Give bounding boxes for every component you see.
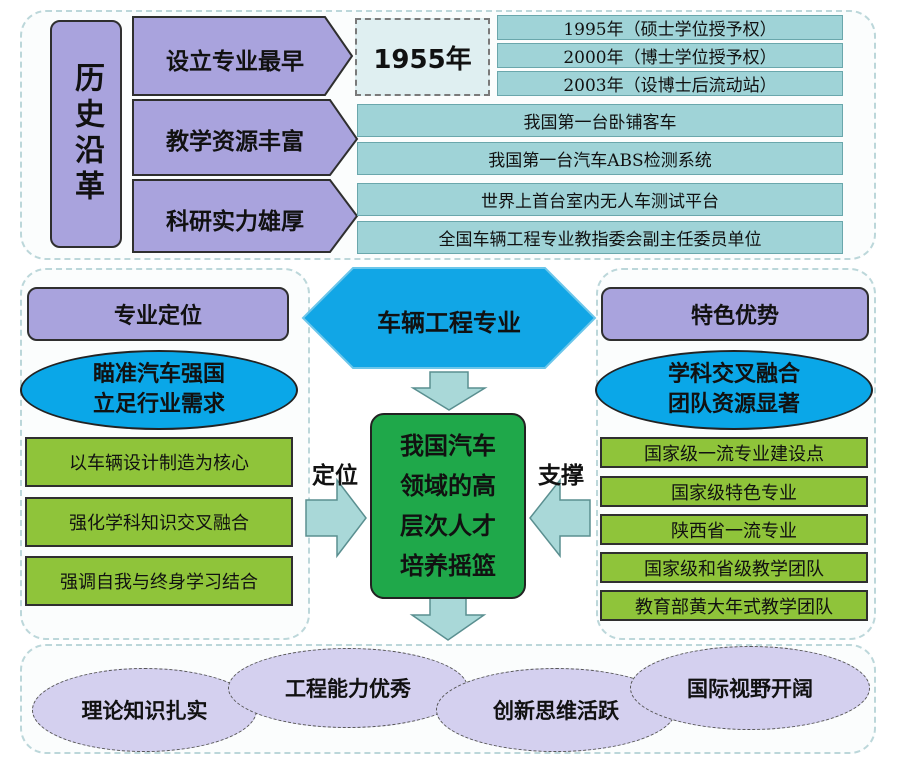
history-title: 历史沿革: [50, 20, 122, 248]
core-line: 领域的高: [400, 472, 496, 500]
positioning-ellipse-line: 瞄准汽车强国: [92, 362, 225, 387]
history-row-resources-label: 教学资源丰富: [166, 129, 304, 155]
positioning-item: 强化学科知识交叉融合: [25, 497, 293, 547]
advantage-item: 陕西省一流专业: [600, 514, 868, 545]
chevron-research: [132, 179, 359, 253]
positioning-ellipse: 瞄准汽车强国 立足行业需求: [20, 350, 298, 430]
major-hexagon: [301, 267, 597, 369]
positioning-ellipse-line: 立足行业需求: [92, 392, 225, 417]
degree-item: 2003年（设博士后流动站）: [497, 71, 843, 96]
right-pointing-arrow-icon: [305, 477, 367, 559]
outcome-ellipse: 国际视野开阔: [630, 646, 870, 730]
advantages-ellipse-line: 团队资源显著: [667, 392, 800, 417]
positioning-title: 专业定位: [27, 287, 289, 341]
major-title: 车辆工程专业: [377, 309, 521, 337]
core-line: 层次人才: [400, 512, 496, 540]
advantages-title: 特色优势: [601, 287, 869, 341]
outcome-ellipse: 理论知识扎实: [32, 668, 257, 752]
down-arrow-icon: [409, 596, 487, 641]
resource-item: 我国第一台卧铺客车: [357, 104, 843, 137]
outcome-ellipse: 工程能力优秀: [228, 648, 468, 728]
research-item: 世界上首台室内无人车测试平台: [357, 183, 843, 216]
advantage-item: 国家级特色专业: [600, 476, 868, 507]
founding-year: 1955年: [355, 18, 490, 96]
chevron-founding: [132, 16, 354, 96]
left-pointing-arrow-icon: [529, 477, 591, 559]
core-box: 我国汽车 领域的高 层次人才 培养摇篮: [370, 413, 526, 599]
advantage-item: 国家级一流专业建设点: [600, 437, 868, 468]
arrow-label-positioning: 定位: [312, 463, 358, 489]
degree-item: 2000年（博士学位授予权）: [497, 43, 843, 68]
advantages-ellipse-line: 学科交叉融合: [667, 362, 800, 387]
degree-item: 1995年（硕士学位授予权）: [497, 15, 843, 40]
chevron-resources: [132, 99, 359, 176]
advantage-item: 国家级和省级教学团队: [600, 552, 868, 583]
core-line: 我国汽车: [400, 432, 496, 460]
positioning-item: 强调自我与终身学习结合: [25, 556, 293, 606]
positioning-item: 以车辆设计制造为核心: [25, 437, 293, 487]
down-arrow-icon: [410, 371, 488, 411]
history-row-research-label: 科研实力雄厚: [166, 209, 304, 235]
outcome-ellipse: 创新思维活跃: [436, 668, 676, 752]
core-line: 培养摇篮: [400, 552, 496, 580]
advantage-item: 教育部黄大年式教学团队: [600, 590, 868, 621]
advantages-ellipse: 学科交叉融合 团队资源显著: [595, 350, 873, 430]
resource-item: 我国第一台汽车ABS检测系统: [357, 142, 843, 175]
research-item: 全国车辆工程专业教指委会副主任委员单位: [357, 221, 843, 254]
history-row-founding-label: 设立专业最早: [166, 49, 304, 75]
arrow-label-support: 支撑: [538, 463, 584, 489]
